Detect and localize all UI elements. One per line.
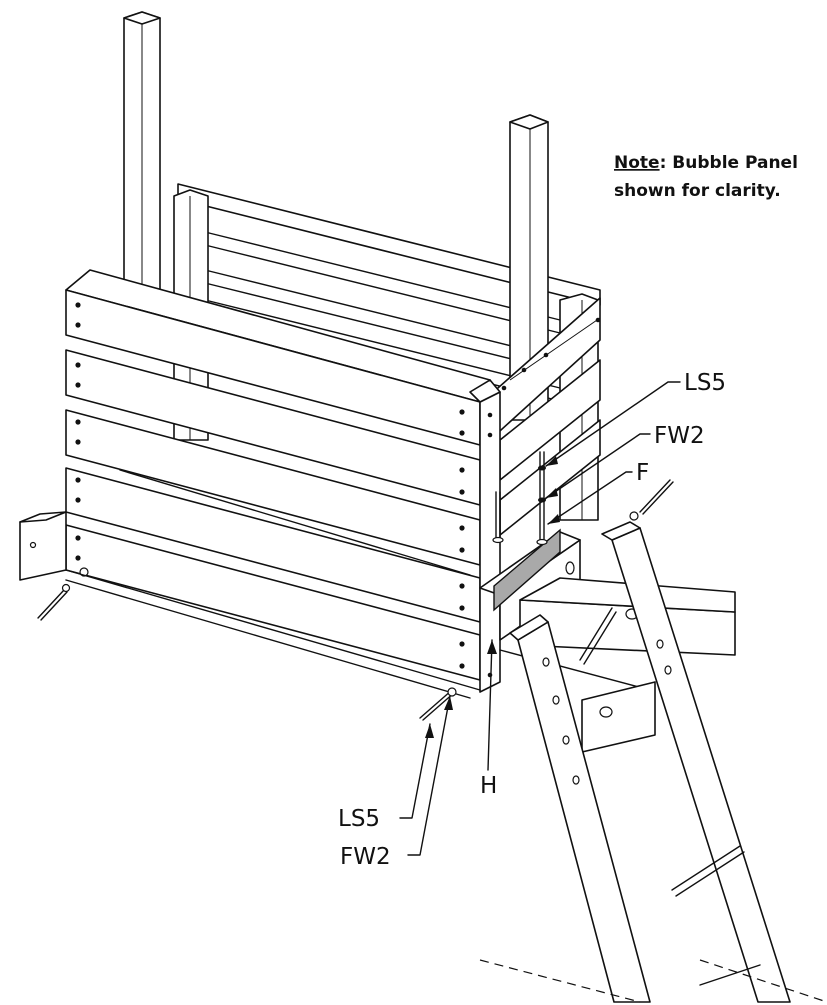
svg-text:Note: Bubble Panel: Note: Bubble Panel <box>614 153 798 173</box>
callout-leaders <box>399 381 681 856</box>
callout-fw2-top: FW2 <box>654 423 705 449</box>
ladder <box>479 521 827 1003</box>
hardware <box>37 451 674 721</box>
note-line1-rest: : Bubble Panel <box>660 153 798 173</box>
callout-f: F <box>636 460 649 486</box>
callout-labels: LS5 FW2 F H LS5 FW2 <box>338 370 726 870</box>
callout-fw2-bottom: FW2 <box>340 844 391 870</box>
left-beam <box>19 511 481 699</box>
right-side-rails <box>489 297 601 536</box>
board-screws <box>75 302 465 669</box>
callout-ls5-top: LS5 <box>684 370 726 396</box>
cross-beam <box>499 577 736 753</box>
front-boards <box>65 269 491 681</box>
part-f-block <box>493 528 561 612</box>
callout-ls5-bottom: LS5 <box>338 806 380 832</box>
note-line2: shown for clarity. <box>614 181 781 201</box>
tall-post-right <box>509 114 549 421</box>
callout-h: H <box>480 773 497 799</box>
front-corner-post <box>469 379 501 693</box>
tall-post-left <box>123 11 161 301</box>
note-label: Note <box>614 153 660 173</box>
note-block: Note: Bubble Panel shown for clarity. <box>614 153 798 201</box>
